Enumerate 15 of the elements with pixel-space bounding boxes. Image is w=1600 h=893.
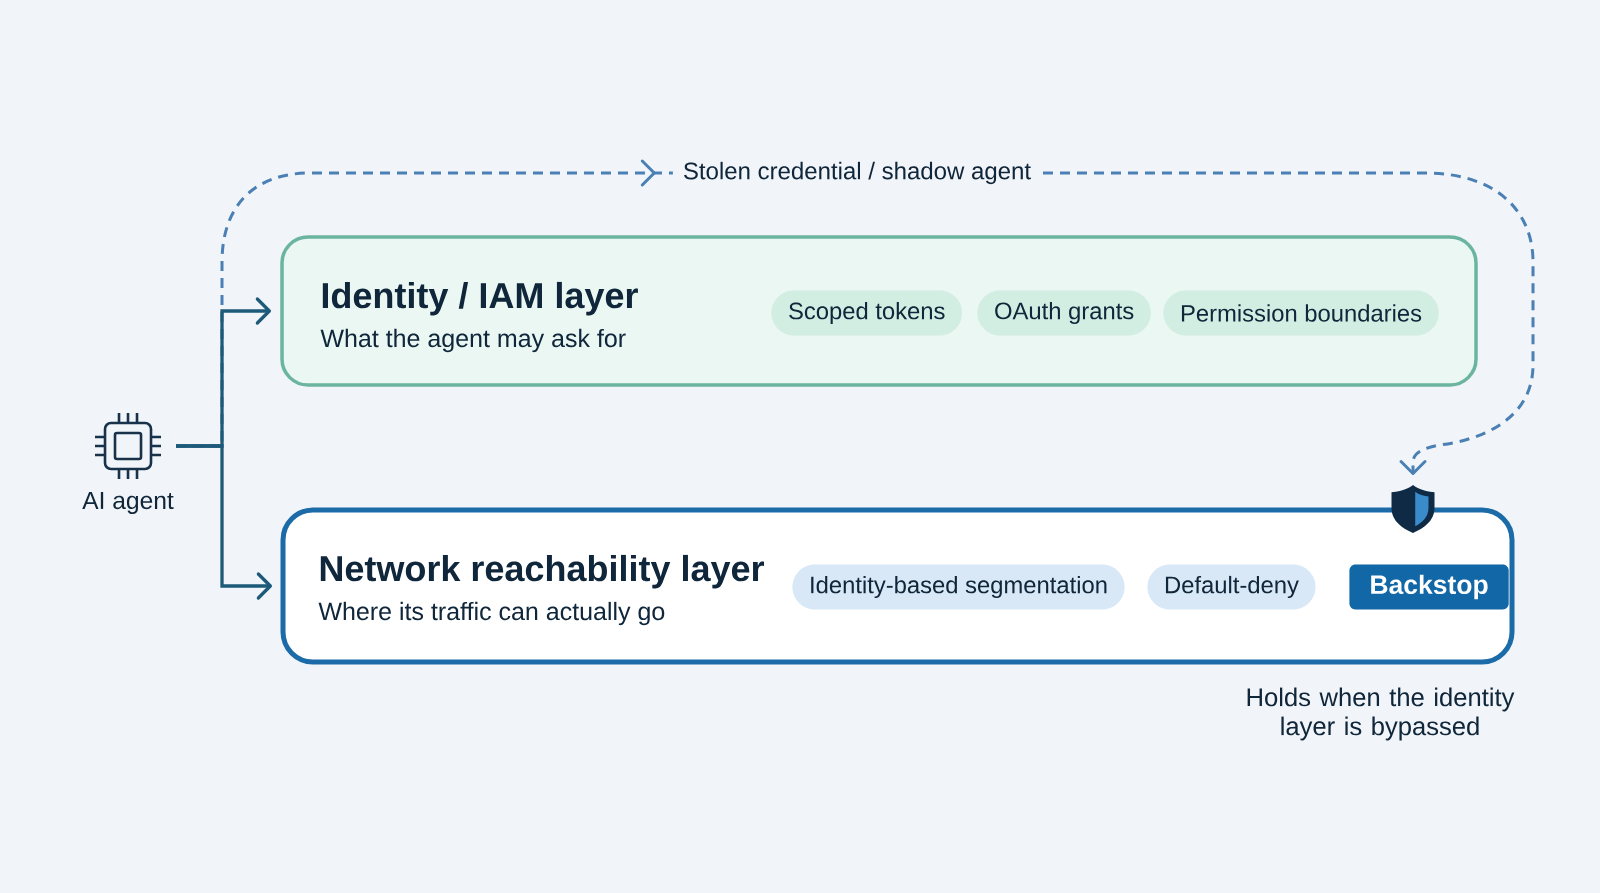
shield-icon bbox=[1391, 485, 1435, 533]
pill-tag: Scoped tokens bbox=[771, 290, 963, 336]
pill-tag: Default-deny bbox=[1147, 564, 1316, 610]
arrow bbox=[176, 444, 272, 600]
panel-title: Identity / IAM layer bbox=[322, 281, 638, 316]
note-text: Holds when the identity layer is bypassed bbox=[1247, 687, 1515, 741]
pill-tag: Identity-based segmentation bbox=[792, 564, 1125, 610]
panel-subtitle: What the agent may ask for bbox=[320, 328, 626, 353]
pill-tag: Permission boundaries bbox=[1163, 290, 1439, 336]
icon-label: AI agent bbox=[82, 492, 174, 514]
edge-label: Stolen credential / shadow agent bbox=[672, 155, 1042, 191]
label-badge: Backstop bbox=[1349, 564, 1509, 610]
panel-title: Network reachability layer bbox=[320, 554, 764, 589]
panel-subtitle: Where its traffic can actually go bbox=[318, 601, 665, 626]
pill-tag: OAuth grants bbox=[977, 290, 1151, 336]
